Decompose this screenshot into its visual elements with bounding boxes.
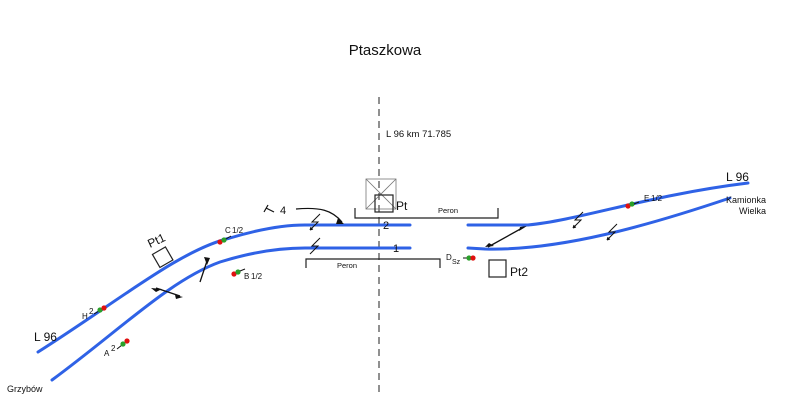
signal-a-sub: 2: [111, 344, 116, 353]
buffer-stop-icon: [265, 207, 275, 213]
switch-marker: [151, 288, 162, 292]
joint-icon: [309, 237, 321, 255]
line-label-right: L 96: [726, 170, 749, 184]
signal-red-lamp: [231, 271, 237, 277]
platform-south: [305, 258, 441, 268]
signal-green-lamp: [466, 255, 472, 261]
signal-green-lamp: [629, 201, 635, 207]
switch-marker: [336, 218, 344, 224]
buffer-stop-bar: [263, 204, 269, 213]
signal-a-name: A: [104, 349, 110, 358]
track-2-east: [466, 181, 750, 227]
signal-red-lamp: [625, 203, 631, 209]
signal-d-name: D: [446, 253, 452, 262]
signal-red-lamp: [470, 255, 476, 261]
signal-b: B 1/2: [231, 268, 263, 281]
platform-north-label: Peron: [438, 206, 458, 215]
signal-d: D Sz: [446, 253, 476, 266]
signal-e-sub: 1/2: [651, 194, 663, 203]
signal-h-name: H: [82, 312, 88, 321]
destination-right-1: Kamionka: [726, 195, 766, 205]
crossover-east: [487, 226, 525, 248]
switch-marker: [175, 295, 183, 299]
signal-green-lamp: [221, 237, 227, 243]
post-pt2-label: Pt2: [510, 265, 528, 279]
signal-green-lamp: [97, 307, 103, 313]
platform-north: [354, 208, 499, 219]
signal-c-sub: 1/2: [232, 226, 244, 235]
track-4-line: [295, 207, 343, 223]
signal-c-name: C: [225, 226, 231, 235]
signal-e-name: E: [644, 194, 649, 203]
track-main-lower: [50, 246, 412, 382]
line-label-left: L 96: [34, 330, 57, 344]
joint-icon: [309, 213, 321, 231]
signal-red-lamp: [101, 305, 107, 311]
signal-red-lamp: [124, 338, 130, 344]
joint-icon: [572, 211, 584, 229]
signal-green-lamp: [235, 269, 241, 275]
track-4-number: 4: [280, 205, 286, 217]
switch-marker: [519, 226, 527, 231]
signal-a: A 2: [104, 338, 130, 358]
signal-red-lamp: [217, 239, 223, 245]
signal-green-lamp: [120, 341, 126, 347]
signal-e: E 1/2: [625, 194, 663, 209]
destination-right-2: Wielka: [739, 206, 766, 216]
destination-left: Grzybów: [7, 384, 43, 394]
signal-b-name: B: [244, 272, 249, 281]
platform-south-label: Peron: [337, 261, 357, 270]
joint-icons: [309, 211, 618, 255]
track-1-number: 1: [393, 243, 399, 255]
axis-km-label: L 96 km 71.785: [386, 129, 451, 140]
track-1-east: [466, 196, 732, 251]
signal-b-sub: 1/2: [251, 272, 263, 281]
switch-marker: [204, 257, 210, 265]
track-2-number: 2: [383, 220, 389, 232]
station-title: Ptaszkowa: [349, 42, 422, 59]
switch-marker: [485, 243, 494, 247]
signal-h-sub: 2: [89, 307, 94, 316]
post-pt1-box: [151, 246, 174, 269]
signal-h: H 2: [82, 305, 107, 321]
post-pt2-box: [488, 259, 507, 278]
track-main-upper: [36, 223, 412, 354]
building-pt: [365, 178, 397, 213]
signal-c: C 1/2: [217, 226, 244, 245]
joint-icon: [606, 223, 618, 241]
signal-d-sub: Sz: [452, 259, 461, 266]
post-pt-label: Pt: [396, 199, 408, 213]
